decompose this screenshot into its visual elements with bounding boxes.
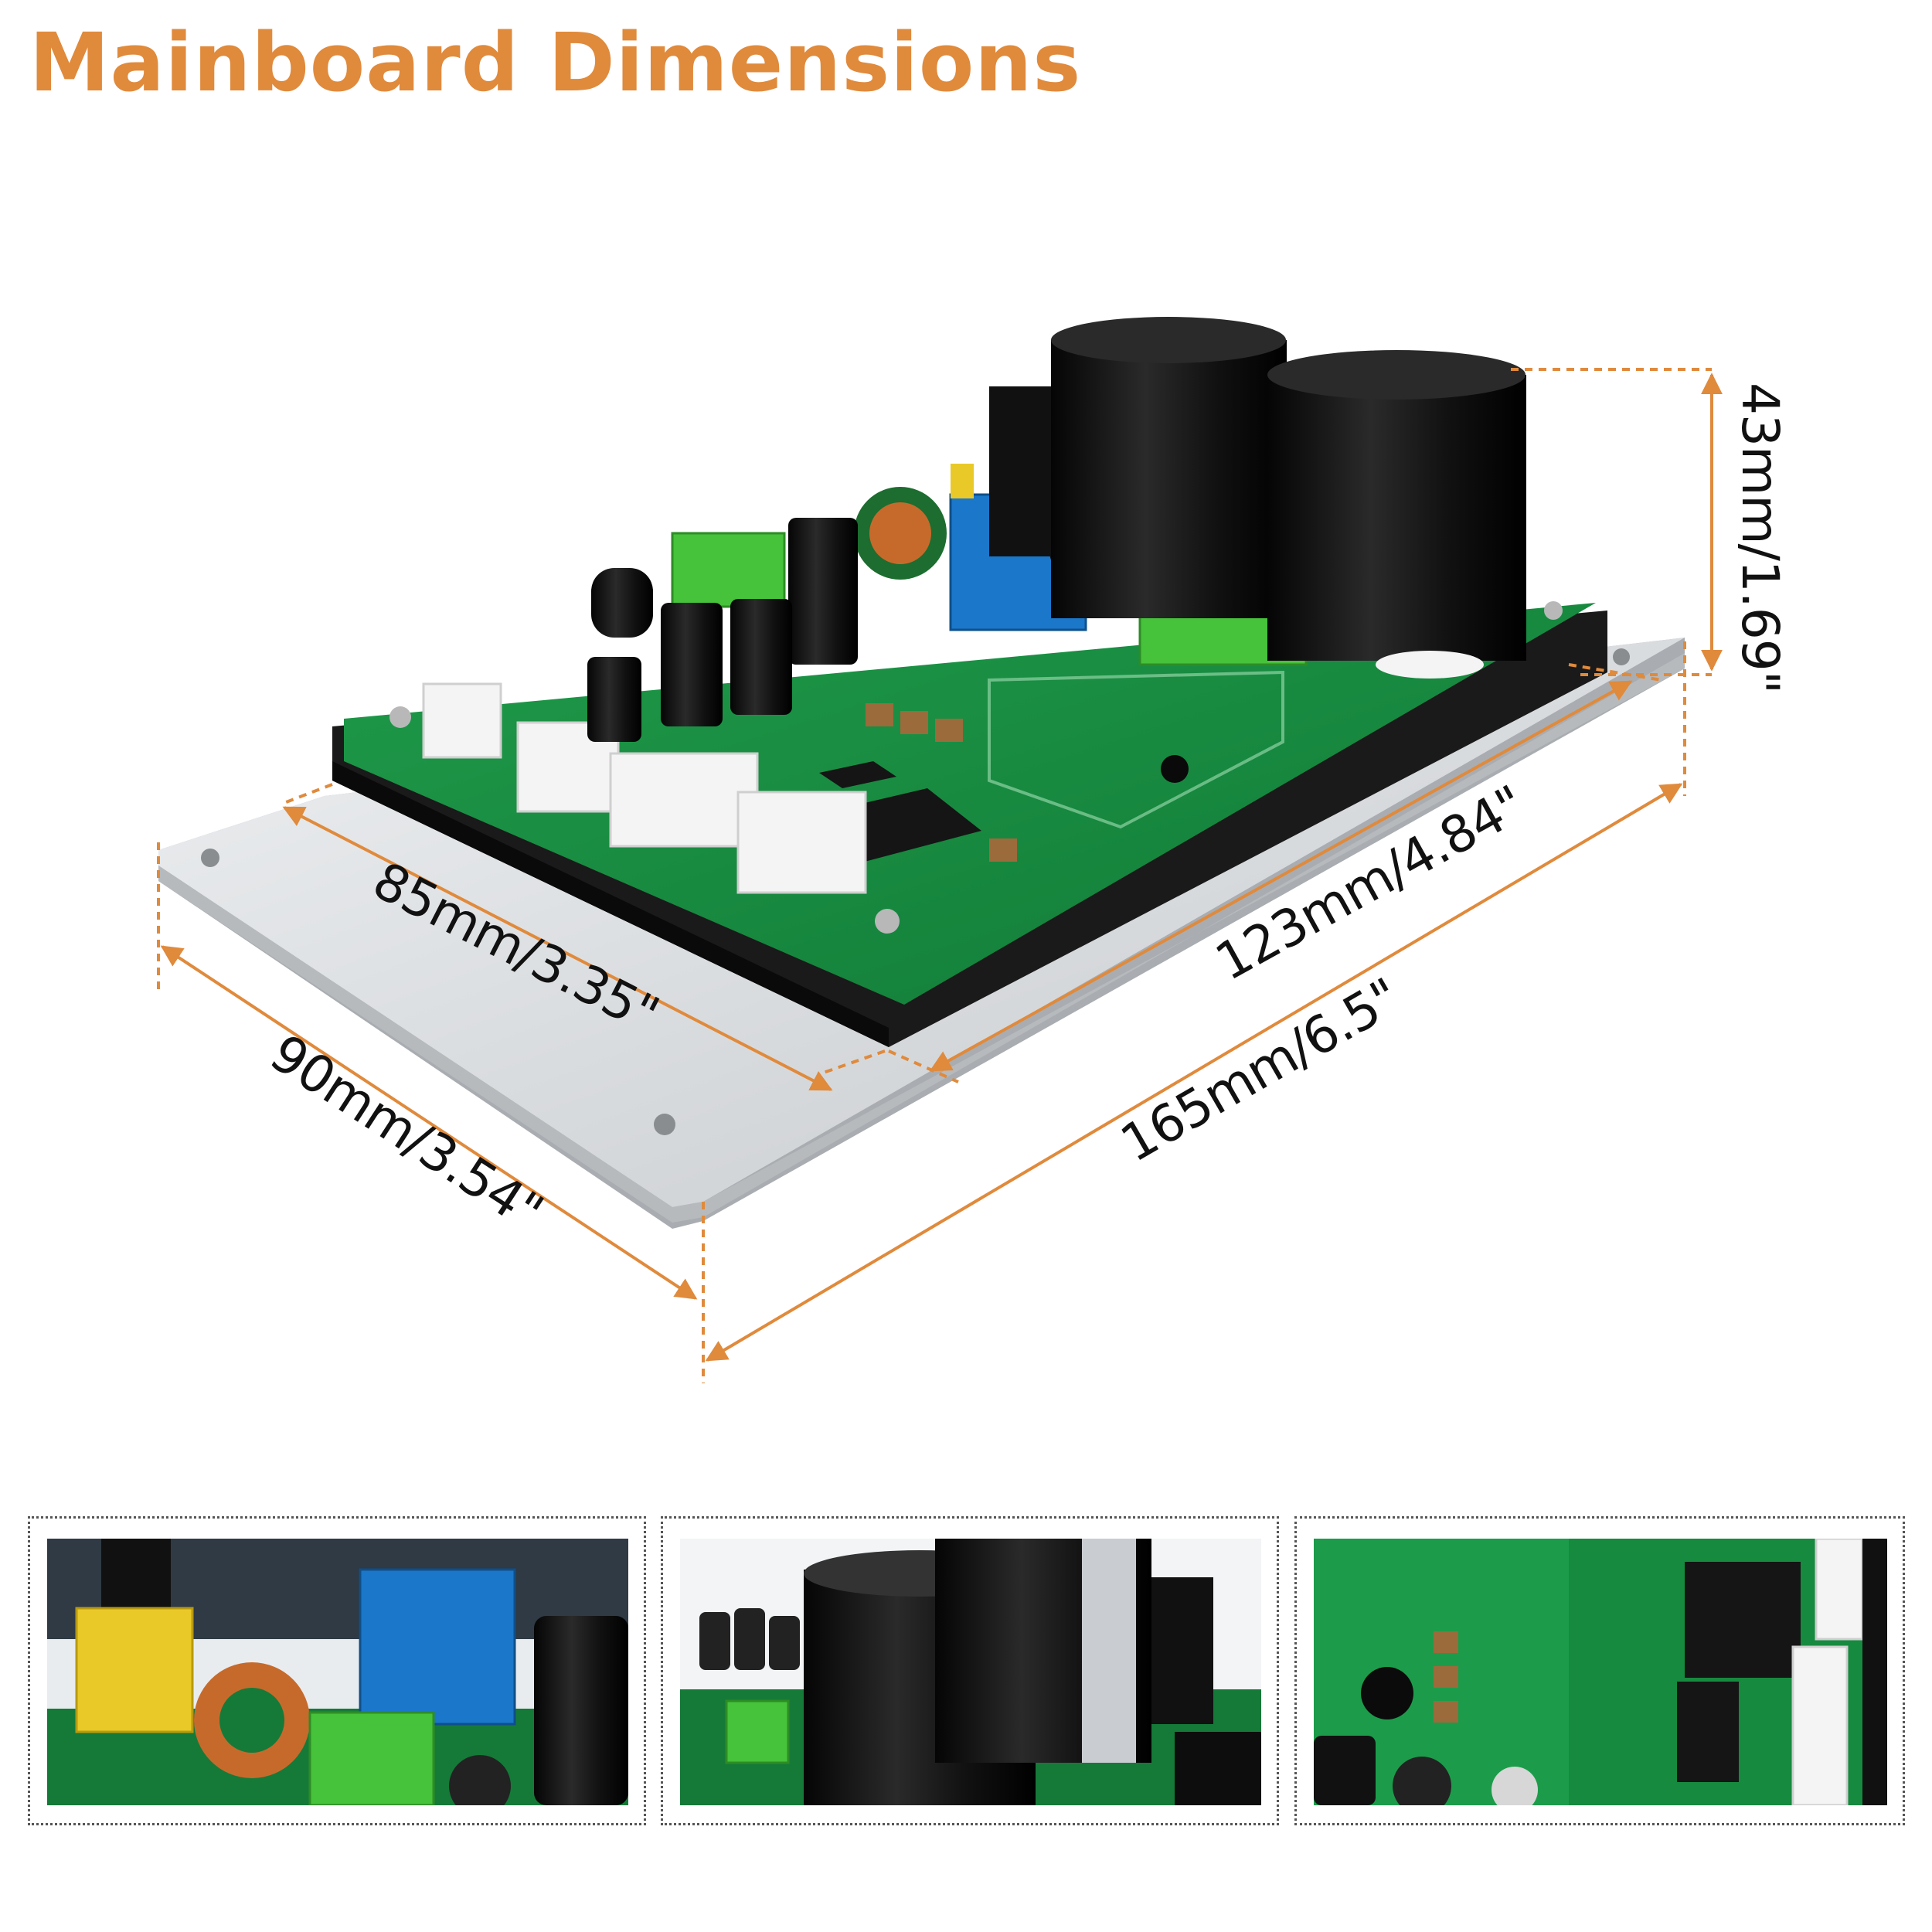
detail-view-relay (28, 1516, 646, 1825)
small-capacitors (587, 518, 858, 742)
detail-view-control-chip (1294, 1516, 1905, 1825)
large-capacitors (989, 317, 1526, 679)
detail-view-capacitors (661, 1516, 1279, 1825)
dim-label-length-base: 165mm/6.5" (1111, 967, 1410, 1174)
detail-image-relay (47, 1539, 628, 1805)
dimension-lines (157, 368, 1723, 1383)
detail-image-control-chip (1314, 1539, 1887, 1805)
dim-label-height: 43mm/1.69" (1730, 383, 1790, 693)
detail-image-capacitors (680, 1539, 1261, 1805)
mainboard-figure: 85mm/3.35" 90mm/3.54" 123mm/4.84" 165mm/… (157, 317, 1790, 1383)
page-title: Mainboard Dimensions (29, 15, 1082, 110)
